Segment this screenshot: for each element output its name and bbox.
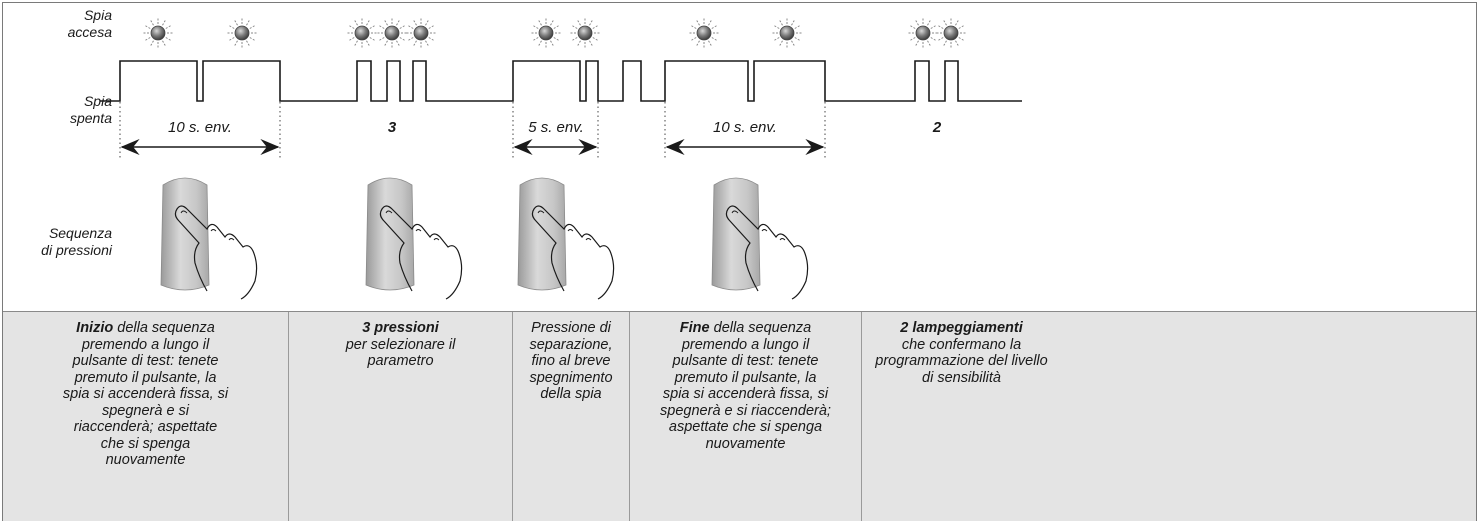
finger-press-icon [517, 177, 615, 300]
duration-label-3: 10 s. env. [713, 119, 777, 136]
caption-column-1: Inizio della sequenza premendo a lungo i… [3, 312, 289, 521]
caption-column-3: Pressione di separazione, fino al breve … [513, 312, 630, 521]
duration-label-2: 5 s. env. [528, 119, 584, 136]
led-blink-icon [570, 18, 600, 48]
count-label-2: 2 [932, 119, 942, 136]
caption-1: Inizio della sequenza premendo a lungo i… [62, 320, 229, 468]
caption-column-4: Fine della sequenza premendo a lungo il … [630, 312, 862, 521]
caption-4: Fine della sequenza premendo a lungo il … [660, 320, 831, 452]
led-indicators [143, 18, 966, 48]
timing-diagram [100, 18, 1022, 300]
count-label-3: 3 [387, 119, 397, 136]
dotted-guides [119, 102, 826, 158]
captions-panel: Inizio della sequenza premendo a lungo i… [3, 311, 1476, 521]
led-blink-icon [347, 18, 377, 48]
led-blink-icon [936, 18, 966, 48]
press-illustrations [160, 177, 809, 300]
duration-label-1: 10 s. env. [168, 119, 232, 136]
finger-press-icon [365, 177, 463, 300]
led-blink-icon [227, 18, 257, 48]
led-blink-icon [143, 18, 173, 48]
led-blink-icon [406, 18, 436, 48]
led-blink-icon [908, 18, 938, 48]
finger-press-icon [160, 177, 258, 300]
finger-press-icon [711, 177, 809, 300]
led-blink-icon [772, 18, 802, 48]
led-blink-icon [689, 18, 719, 48]
caption-3: Pressione di separazione, fino al breve … [529, 320, 613, 402]
led-blink-icon [531, 18, 561, 48]
led-blink-icon [377, 18, 407, 48]
signal-waveform [100, 60, 1022, 102]
